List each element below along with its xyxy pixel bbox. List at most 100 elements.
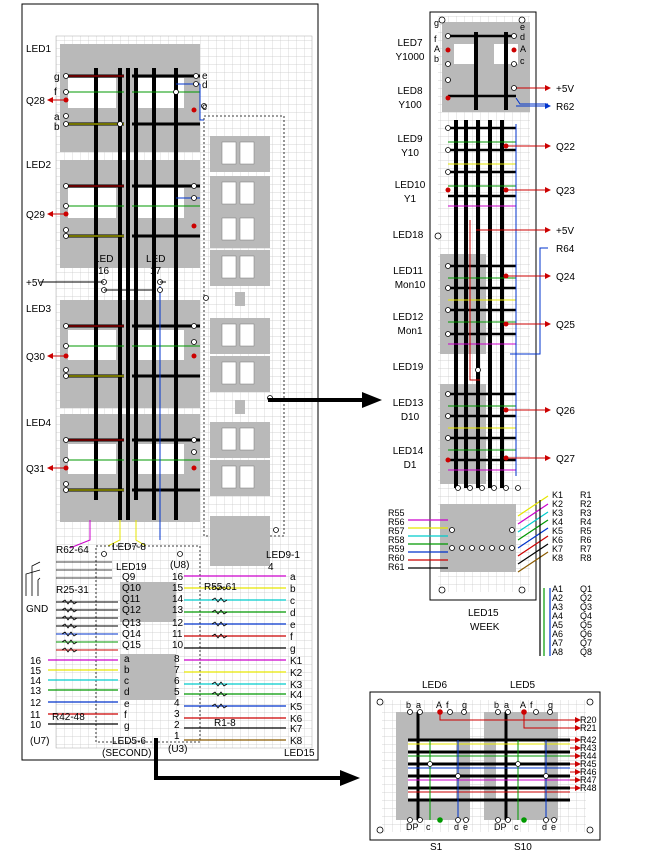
main-right-b: b [290, 584, 296, 595]
four-label: 4 [268, 562, 274, 573]
bt2-f: f [530, 700, 533, 710]
mid-letter-c: c [124, 676, 129, 687]
right-led-8-b: D10 [401, 412, 420, 423]
sig-q27: Q27 [556, 454, 575, 465]
mid-pin-b4: 4 [174, 698, 180, 709]
right-seg-A: A [434, 44, 440, 54]
bt2-g: g [548, 700, 553, 710]
mid-pin-13: 13 [172, 605, 184, 616]
right-seg-A2: A [520, 44, 526, 54]
right-caption-led15: LED15 [468, 608, 499, 619]
right-seg-e: e [520, 22, 525, 32]
right-r55-list: R55 R56 R57 R58 R59 R60 R61 [388, 508, 405, 572]
main-k3: K3 [290, 680, 303, 691]
r60: R60 [388, 553, 405, 563]
right-k4: K4 [552, 517, 563, 527]
main-right-a: a [290, 572, 296, 583]
q31-label: Q31 [26, 464, 45, 475]
u8-label: (U8) [170, 560, 189, 571]
right-k8: K8 [552, 553, 563, 563]
q30-label: Q30 [26, 352, 45, 363]
seg-e-label: e [202, 71, 208, 82]
right-seg-g: g [434, 18, 439, 28]
left-pin-13: 13 [30, 686, 42, 697]
main-right-g: g [290, 644, 296, 655]
bottom-s10: S10 [514, 842, 532, 853]
b-r42: R42 [580, 735, 597, 745]
a5: A5 [552, 620, 563, 630]
right-k-list: K1 K2 K3 K4 K5 K6 K7 K8 [552, 490, 563, 563]
q4: Q4 [580, 611, 592, 621]
right-led-7-a: LED19 [393, 362, 424, 373]
q29-label: Q29 [26, 210, 45, 221]
main-right-f: f [290, 632, 293, 643]
main-k2: K2 [290, 668, 303, 679]
sig-r62: R62 [556, 102, 575, 113]
led7-8-label: LED7-8 [112, 542, 146, 553]
b-r43: R43 [580, 743, 597, 753]
plus5v-label: +5V [26, 278, 44, 289]
right-led-6-b: Mon1 [397, 326, 422, 337]
seg-f-label: f [54, 87, 57, 98]
bb2-d: d [542, 822, 547, 832]
b-r48: R48 [580, 783, 597, 793]
left-pin-12: 12 [30, 698, 42, 709]
r58: R58 [388, 535, 405, 545]
gnd-label: GND [26, 604, 48, 615]
bottom-led6: LED6 [422, 680, 447, 691]
bottom-pins-2: DP c d e [494, 822, 556, 832]
bt1-g: g [462, 700, 467, 710]
right-r1: R1 [580, 490, 592, 500]
q8: Q8 [580, 647, 592, 657]
right-r4: R4 [580, 517, 592, 527]
mid-pin-b2: 2 [174, 720, 180, 731]
bottom-r-list: R20 R21 R42 R43 R44 R45 R46 R47 R48 [580, 715, 597, 793]
r55-61-label: R55-61 [204, 582, 237, 593]
sig-q22: Q22 [556, 142, 575, 153]
bb2-dp: DP [494, 822, 507, 832]
bt2-a: a [504, 700, 509, 710]
right-seg-d: d [520, 32, 525, 42]
mid-letter-b: b [124, 665, 130, 676]
r59: R59 [388, 544, 405, 554]
left-pin-11: 11 [30, 710, 41, 721]
right-letters-main: a b c d e f g [290, 572, 296, 655]
q2: Q2 [580, 593, 592, 603]
bottom-led5: LED5 [510, 680, 535, 691]
r55: R55 [388, 508, 405, 518]
main-right-d: d [290, 608, 296, 619]
mid-letters: a b c d e f g [124, 654, 130, 732]
b-r21: R21 [580, 723, 597, 733]
r56: R56 [388, 517, 405, 527]
right-led-2-a: LED9 [397, 134, 422, 145]
r62-64-label: R62-64 [56, 545, 89, 556]
right-led-3-a: LED10 [395, 180, 426, 191]
bb1-d: d [454, 822, 459, 832]
bt1-b: b [406, 700, 411, 710]
right-led-3-b: Y1 [404, 194, 417, 205]
bottom-s1: S1 [430, 842, 443, 853]
seg-b-label: b [54, 122, 60, 133]
right-seg-c: c [520, 56, 525, 66]
mid-pin-14: 14 [172, 594, 184, 605]
right-r3: R3 [580, 508, 592, 518]
sig-q24: Q24 [556, 272, 575, 283]
q7: Q7 [580, 638, 592, 648]
bottom-top-pins-1: b a A f g [406, 700, 467, 710]
sig-q23: Q23 [556, 186, 575, 197]
b-r20: R20 [580, 715, 597, 725]
q1: Q1 [580, 584, 592, 594]
led4-label: LED4 [26, 418, 51, 429]
bt1-f: f [446, 700, 449, 710]
q14-label: Q14 [122, 629, 141, 640]
sig-plus5v-2: +5V [556, 226, 574, 237]
mid-pin-b3: 3 [174, 709, 180, 720]
right-k6: K6 [552, 535, 563, 545]
b-r46: R46 [580, 767, 597, 777]
second-label: (SECOND) [102, 748, 151, 759]
left-pin-14: 14 [30, 676, 42, 687]
left-pin-16: 16 [30, 656, 42, 667]
main-k7: K7 [290, 724, 303, 735]
